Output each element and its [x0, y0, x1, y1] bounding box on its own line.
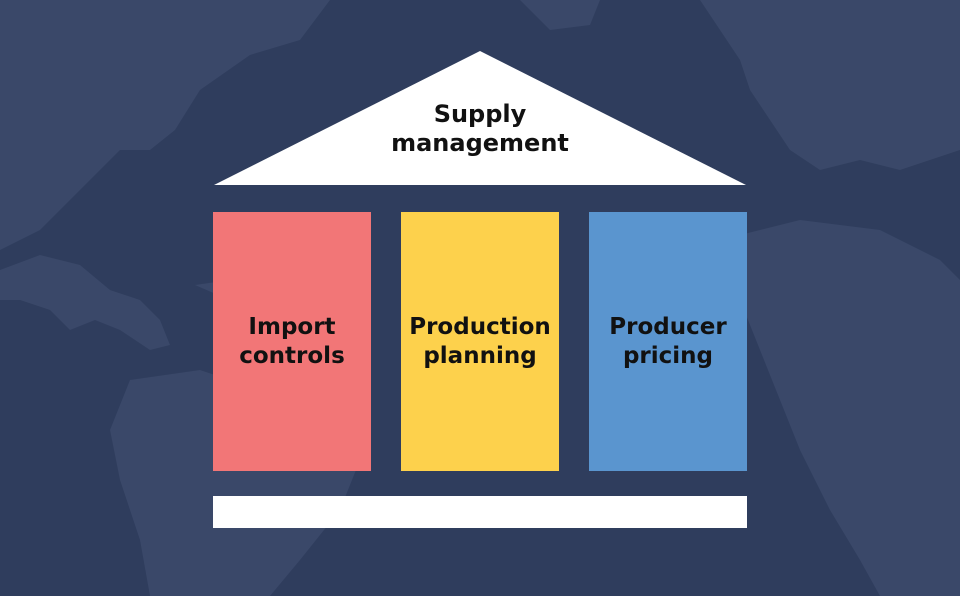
roof-label: Supply management	[330, 100, 630, 158]
pillar-label-line-2: controls	[239, 342, 345, 369]
pillar-label: Import controls	[239, 313, 345, 371]
pillar-label-line-1: Production	[409, 313, 551, 340]
pillar-producer-pricing: Producer pricing	[589, 212, 747, 471]
pillar-label-line-1: Producer	[609, 313, 727, 340]
pillar-label-line-2: pricing	[622, 342, 714, 369]
pillar-label: Producer pricing	[609, 313, 726, 371]
pillar-label: Production planning	[409, 313, 551, 371]
roof-label-line-1: Supply	[433, 100, 527, 128]
foundation-base	[213, 496, 747, 528]
pillar-label-line-2: planning	[423, 342, 537, 369]
pillar-label-line-1: Import	[248, 313, 336, 340]
pillar-import-controls: Import controls	[213, 212, 371, 471]
pillar-production-planning: Production planning	[401, 212, 559, 471]
roof-label-line-2: management	[391, 129, 569, 157]
